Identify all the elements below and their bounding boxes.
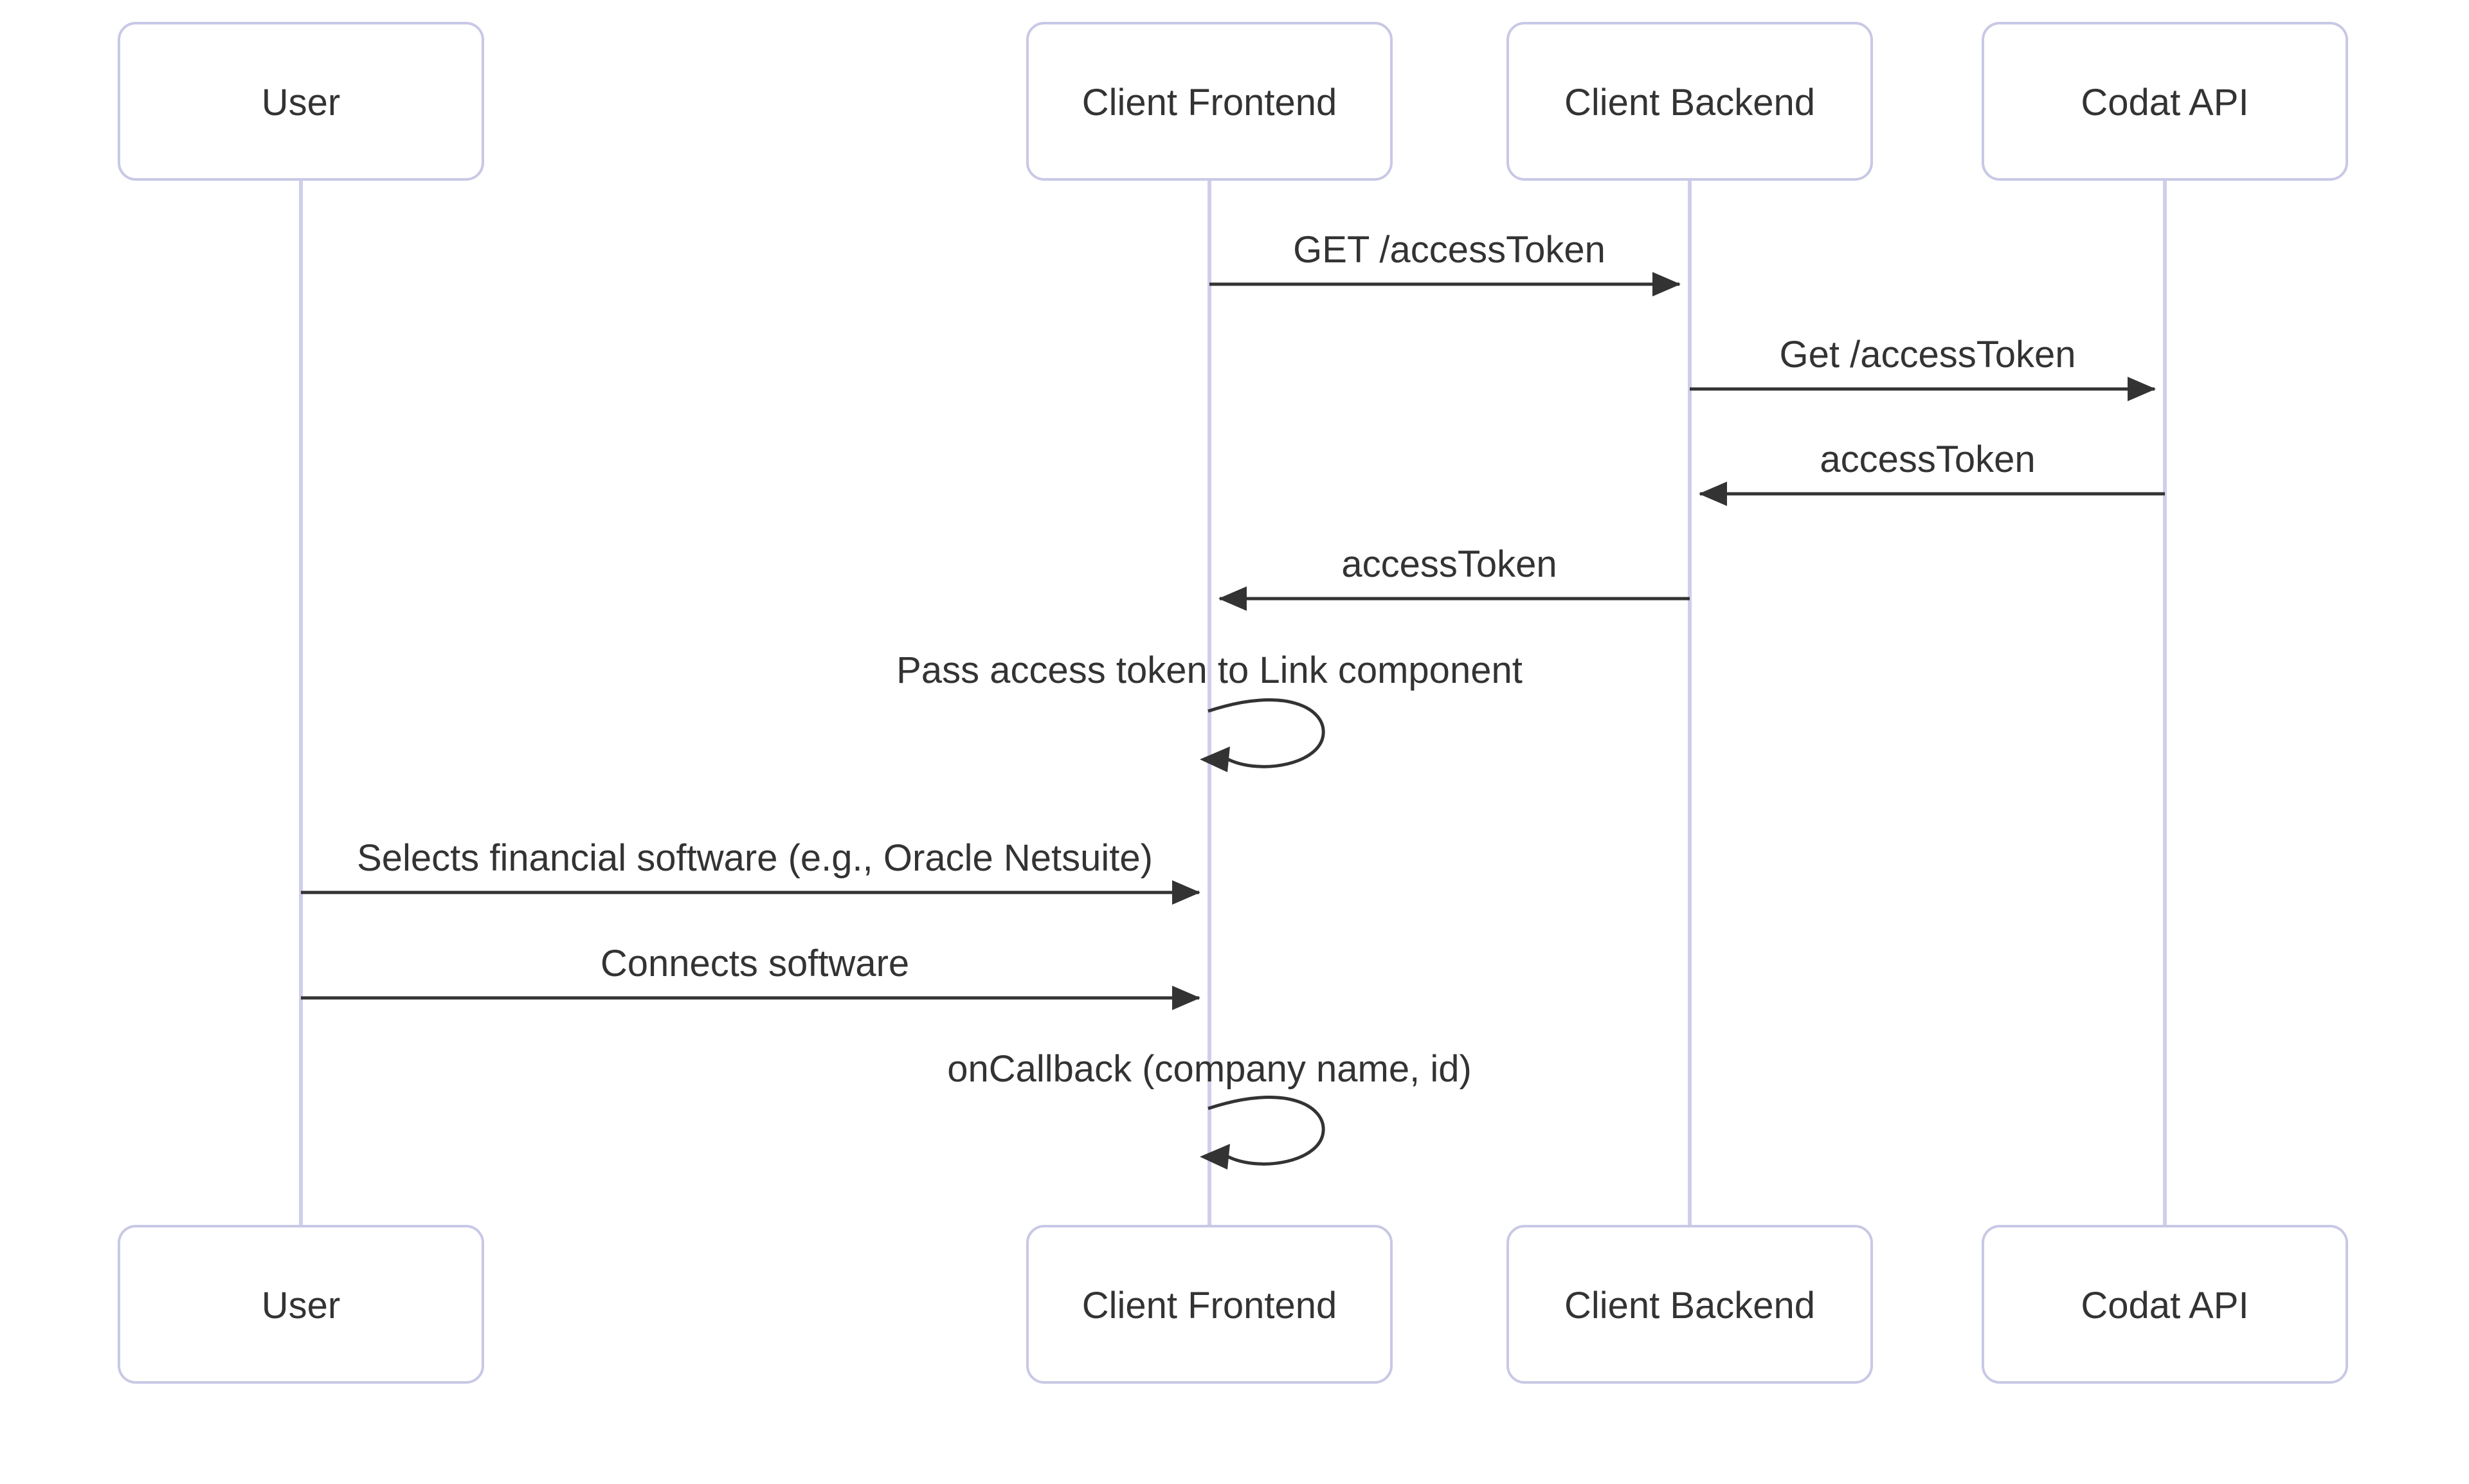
self-loop-arc xyxy=(1207,1096,1325,1166)
actor-top-client-frontend: Client Frontend xyxy=(1026,22,1393,181)
actor-box xyxy=(118,1225,484,1384)
actor-top-codat-api: Codat API xyxy=(1982,22,2348,181)
self-loop-arrowhead xyxy=(1200,1144,1230,1170)
actor-label: User xyxy=(262,1285,340,1326)
actor-box xyxy=(1506,22,1873,181)
actor-box xyxy=(1982,1225,2348,1384)
actor-bottom-user: User xyxy=(118,1225,484,1384)
actor-label: Client Backend xyxy=(1564,1285,1815,1326)
actor-label: Codat API xyxy=(2081,1285,2248,1326)
actor-label: Codat API xyxy=(2081,82,2248,123)
message-label: Selects financial software (e.g., Oracle… xyxy=(357,837,1153,879)
self-loop xyxy=(1200,1096,1325,1170)
actor-bottom-client-backend: Client Backend xyxy=(1506,1225,1873,1384)
self-loop-arc xyxy=(1207,698,1325,768)
actor-box xyxy=(1026,1225,1393,1384)
actor-label: User xyxy=(262,82,340,123)
actor-top-user: User xyxy=(118,22,484,181)
actor-box xyxy=(1026,22,1393,181)
message-label: accessToken xyxy=(1341,543,1557,585)
message-label: Get /accessToken xyxy=(1780,334,2076,376)
self-loop xyxy=(1200,698,1325,772)
actor-label: Client Frontend xyxy=(1082,1285,1337,1326)
actor-bottom-client-frontend: Client Frontend xyxy=(1026,1225,1393,1384)
message-label: accessToken xyxy=(1820,439,2035,480)
actor-bottom-codat-api: Codat API xyxy=(1982,1225,2348,1384)
message-label: Pass access token to Link component xyxy=(896,649,1523,691)
actor-label: Client Frontend xyxy=(1082,82,1337,123)
actor-top-client-backend: Client Backend xyxy=(1506,22,1873,181)
message-label: GET /accessToken xyxy=(1293,229,1605,271)
actor-box xyxy=(1506,1225,1873,1384)
actor-box xyxy=(1982,22,2348,181)
message-label: onCallback (company name, id) xyxy=(947,1048,1472,1090)
message-label: Connects software xyxy=(601,943,909,984)
self-loop-arrowhead xyxy=(1200,747,1230,772)
actor-box xyxy=(118,22,484,181)
actor-label: Client Backend xyxy=(1564,82,1815,123)
